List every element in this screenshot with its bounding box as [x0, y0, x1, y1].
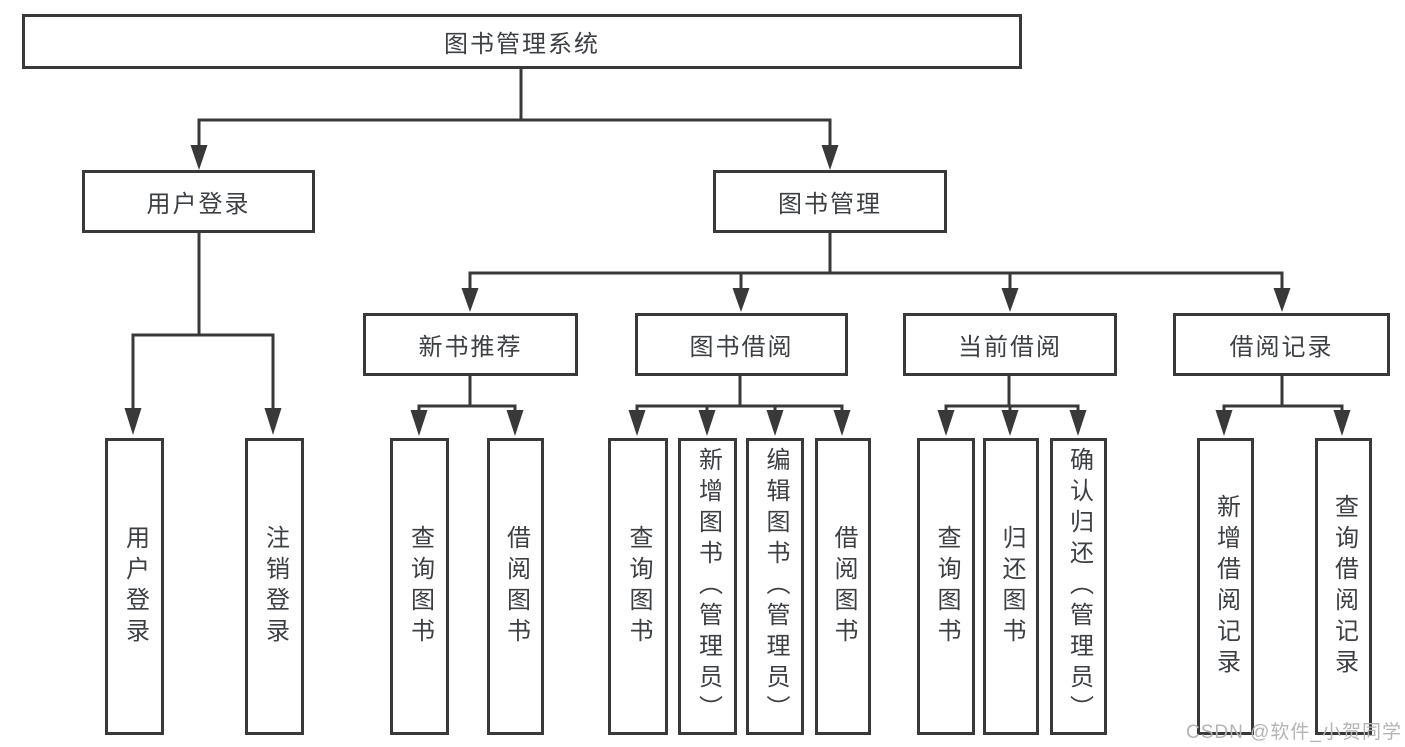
leaf-query-books-3: 查询图书	[917, 438, 975, 735]
leaf-query-books: 查询图书	[390, 438, 449, 735]
arrowhead-icon	[264, 408, 282, 435]
connector-borrow-records	[1215, 376, 1351, 436]
arrowhead-icon	[732, 288, 750, 312]
leaf-borrow-books: 借阅图书	[487, 438, 544, 735]
leaf-query-books-2: 查询图书	[608, 438, 668, 735]
connector-current-borrow	[937, 376, 1087, 436]
arrowhead-icon	[821, 145, 839, 170]
arrowhead-icon	[833, 410, 851, 436]
leaf-confirm-return-admin: 确认归还（管理员）	[1050, 438, 1107, 735]
connector-new-books	[410, 376, 524, 436]
arrowhead-icon	[1069, 410, 1087, 436]
arrowhead-icon	[410, 410, 428, 436]
watermark: CSDN @软件_小贺同学	[1186, 722, 1402, 743]
arrowhead-icon	[1333, 410, 1351, 436]
node-user-login: 用户登录	[82, 170, 315, 233]
arrowhead-icon	[1001, 288, 1019, 312]
leaf-add-borrow-record: 新增借阅记录	[1197, 438, 1254, 735]
leaf-edit-books-admin: 编辑图书（管理员）	[746, 438, 804, 735]
arrowhead-icon	[461, 288, 479, 312]
arrowhead-icon	[937, 410, 955, 436]
arrowhead-icon	[190, 145, 208, 170]
arrowhead-icon	[124, 408, 142, 435]
arrowhead-icon	[766, 410, 784, 436]
leaf-user-login: 用户登录	[105, 438, 164, 735]
connector-user-login	[124, 233, 282, 435]
connector-root	[190, 69, 839, 170]
leaf-return-books: 归还图书	[983, 438, 1039, 735]
node-book-management: 图书管理	[713, 170, 947, 233]
arrowhead-icon	[1273, 288, 1291, 312]
arrowhead-icon	[628, 410, 646, 436]
leaf-borrow-books-2: 借阅图书	[815, 438, 871, 735]
connector-book-borrow	[628, 376, 851, 436]
arrowhead-icon	[1215, 410, 1233, 436]
node-library-system: 图书管理系统	[22, 14, 1022, 69]
arrowhead-icon	[698, 410, 716, 436]
leaf-logout: 注销登录	[245, 438, 304, 735]
leaf-query-borrow-record: 查询借阅记录	[1315, 438, 1372, 735]
connector-book-mgmt	[461, 233, 1291, 312]
arrowhead-icon	[1001, 410, 1019, 436]
node-book-borrow: 图书借阅	[635, 313, 848, 376]
node-current-borrow: 当前借阅	[903, 313, 1117, 376]
node-new-books: 新书推荐	[363, 313, 578, 376]
leaf-add-books-admin: 新增图书（管理员）	[678, 438, 737, 735]
arrowhead-icon	[506, 410, 524, 436]
node-borrow-records: 借阅记录	[1173, 313, 1390, 376]
